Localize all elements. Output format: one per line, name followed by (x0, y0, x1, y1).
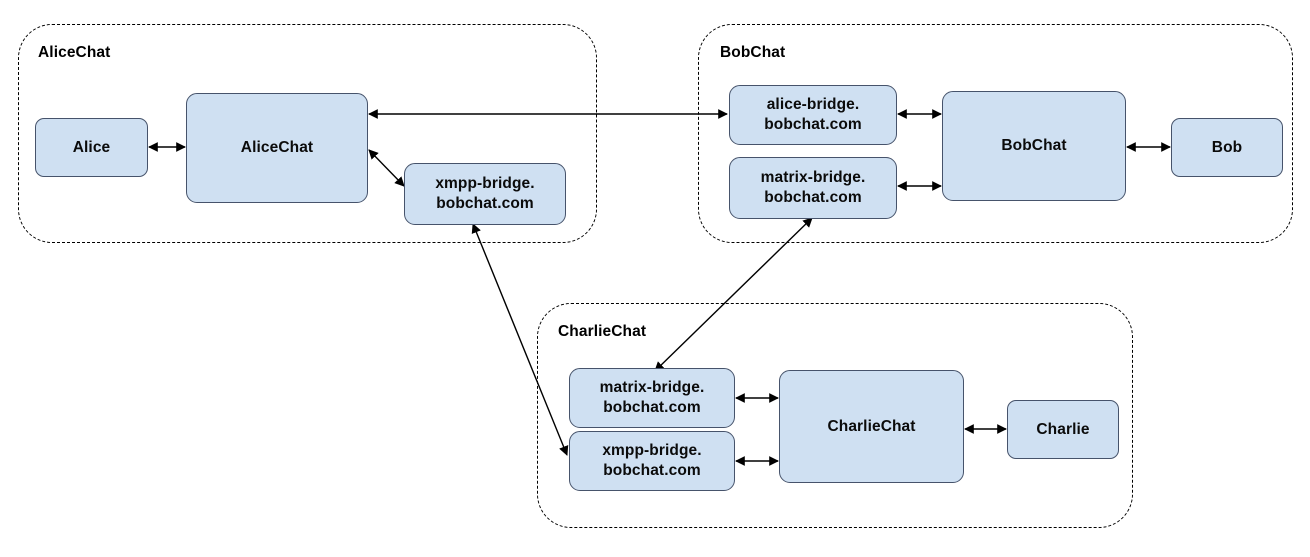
node-bobchat-server-label: BobChat (1001, 137, 1067, 155)
node-bob-label: Bob (1211, 138, 1243, 156)
group-charliechat-label: CharlieChat (558, 323, 647, 340)
node-alicechat-server[interactable]: AliceChat (186, 93, 368, 203)
group-charliechat[interactable] (537, 303, 1133, 528)
node-alice-label: Alice (72, 138, 111, 156)
node-charlie-label: Charlie (1036, 420, 1090, 438)
node-charliechat-server[interactable]: CharlieChat (779, 370, 964, 483)
node-charlie-xmpp-bridge-label: xmpp-bridge. bobchat.com (602, 442, 702, 479)
node-bob-matrix-bridge-label: matrix-bridge. bobchat.com (760, 169, 866, 206)
node-bob-alice-bridge[interactable]: alice-bridge. bobchat.com (729, 85, 897, 145)
node-charlie-matrix-bridge[interactable]: matrix-bridge. bobchat.com (569, 368, 735, 428)
node-charliechat-server-label: CharlieChat (827, 417, 916, 435)
group-bobchat-label: BobChat (720, 44, 786, 61)
node-charlie-matrix-bridge-label: matrix-bridge. bobchat.com (599, 379, 705, 416)
group-alicechat[interactable] (18, 24, 597, 243)
node-bobchat-server[interactable]: BobChat (942, 91, 1126, 201)
node-bob-alice-bridge-label: alice-bridge. bobchat.com (764, 96, 862, 133)
node-charlie[interactable]: Charlie (1007, 400, 1119, 459)
node-alice[interactable]: Alice (35, 118, 148, 177)
group-bobchat[interactable] (698, 24, 1293, 243)
node-charlie-xmpp-bridge[interactable]: xmpp-bridge. bobchat.com (569, 431, 735, 491)
node-alice-xmpp-bridge-label: xmpp-bridge. bobchat.com (435, 175, 535, 212)
node-alice-xmpp-bridge[interactable]: xmpp-bridge. bobchat.com (404, 163, 566, 225)
node-bob-matrix-bridge[interactable]: matrix-bridge. bobchat.com (729, 157, 897, 219)
node-bob[interactable]: Bob (1171, 118, 1283, 177)
node-alicechat-server-label: AliceChat (240, 139, 314, 157)
group-alicechat-label: AliceChat (38, 44, 111, 61)
